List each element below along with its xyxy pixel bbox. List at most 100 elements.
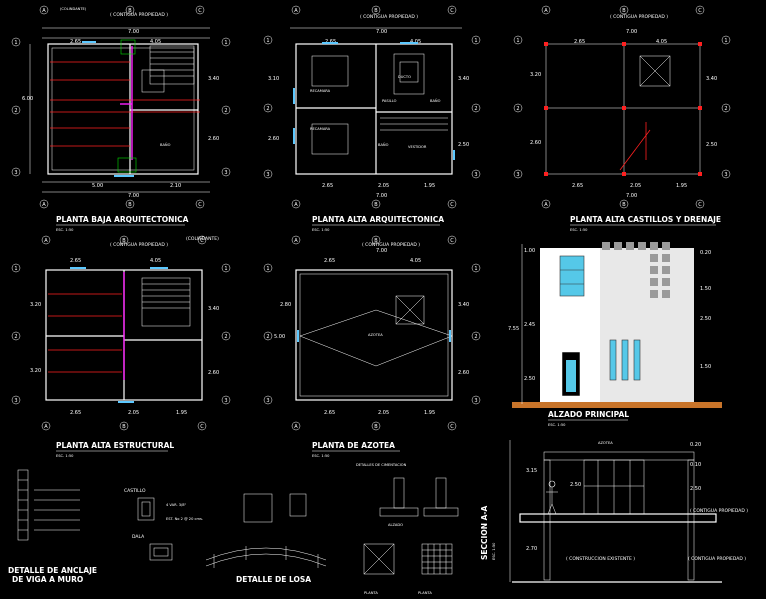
svg-text:( CONTIGUA PROPIEDAD ): ( CONTIGUA PROPIEDAD ): [110, 242, 168, 248]
svg-text:1: 1: [266, 38, 269, 44]
svg-text:A: A: [294, 238, 298, 244]
title-planta-baja: PLANTA BAJA ARQUITECTONICA: [56, 215, 189, 224]
svg-text:( CONTIGUA PROPIEDAD ): ( CONTIGUA PROPIEDAD ): [362, 242, 420, 248]
title-anclaje-1: DETALLE DE ANCLAJE: [8, 566, 97, 575]
svg-text:2.80: 2.80: [280, 302, 291, 308]
svg-text:C: C: [450, 8, 454, 14]
svg-text:1: 1: [224, 266, 227, 272]
svg-text:7.00: 7.00: [626, 193, 637, 199]
svg-text:1: 1: [516, 38, 519, 44]
svg-text:2.65: 2.65: [70, 39, 81, 45]
svg-text:PLANTA: PLANTA: [418, 591, 432, 595]
svg-text:2.65: 2.65: [322, 183, 333, 189]
svg-text:( CONTIGUA PROPIEDAD ): ( CONTIGUA PROPIEDAD ): [690, 508, 748, 514]
svg-text:2: 2: [14, 334, 17, 340]
svg-text:3.40: 3.40: [706, 76, 717, 82]
svg-text:2.50: 2.50: [700, 316, 711, 322]
svg-text:B: B: [128, 8, 132, 14]
svg-text:2.05: 2.05: [378, 410, 389, 416]
svg-text:ESC. 1:50: ESC. 1:50: [570, 228, 588, 232]
svg-text:B: B: [374, 202, 378, 208]
svg-text:A: A: [294, 8, 298, 14]
details-castillo-dala: CASTILLO 4 VAR. 3/8" EST. No 2 @ 20 cms.…: [124, 488, 307, 561]
svg-text:B: B: [122, 424, 126, 430]
svg-text:2.65: 2.65: [324, 258, 335, 264]
svg-text:A: A: [294, 424, 298, 430]
title-alzado: ALZADO PRINCIPAL: [548, 410, 629, 419]
title-seccion: SECCION A-A: [480, 505, 489, 560]
svg-text:2: 2: [14, 108, 17, 114]
svg-text:1: 1: [724, 38, 727, 44]
svg-text:2: 2: [724, 106, 727, 112]
svg-text:ESC. 1:50: ESC. 1:50: [56, 228, 74, 232]
svg-text:2.50: 2.50: [524, 376, 535, 382]
svg-text:B: B: [622, 202, 626, 208]
svg-text:AZOTEA: AZOTEA: [368, 333, 383, 337]
svg-text:( CONTIGUA PROPIEDAD ): ( CONTIGUA PROPIEDAD ): [360, 14, 418, 20]
svg-text:3: 3: [516, 172, 519, 178]
svg-text:4 VAR. 3/8": 4 VAR. 3/8": [166, 503, 187, 507]
title-castillos: PLANTA ALTA CASTILLOS Y DRENAJE: [570, 215, 721, 224]
svg-text:( CONTIGUA PROPIEDAD ): ( CONTIGUA PROPIEDAD ): [688, 556, 746, 562]
svg-text:C: C: [198, 8, 202, 14]
svg-text:1: 1: [474, 266, 477, 272]
facade-elevation: 7.55 1.00 2.45 2.50 0.20 1.50 2.50 1.50 …: [508, 242, 722, 427]
svg-text:2.10: 2.10: [170, 183, 181, 189]
svg-text:3.20: 3.20: [530, 72, 541, 78]
svg-text:3: 3: [224, 170, 227, 176]
svg-text:ESC. 1:50: ESC. 1:50: [492, 542, 496, 560]
svg-text:1: 1: [224, 40, 227, 46]
svg-text:1.50: 1.50: [700, 364, 711, 370]
svg-text:C: C: [200, 238, 204, 244]
svg-text:( CONSTRUCCION EXISTENTE ): ( CONSTRUCCION EXISTENTE ): [566, 556, 635, 562]
svg-text:0.20: 0.20: [700, 250, 711, 256]
svg-text:0.20: 0.20: [690, 442, 701, 448]
svg-text:C: C: [698, 202, 702, 208]
svg-text:A: A: [44, 424, 48, 430]
svg-text:2.50: 2.50: [570, 482, 581, 488]
svg-text:3.15: 3.15: [526, 468, 537, 474]
svg-text:2.65: 2.65: [70, 258, 81, 264]
svg-text:3.10: 3.10: [268, 76, 279, 82]
svg-text:1.95: 1.95: [424, 183, 435, 189]
plan-structural: ( CONTIGUA PROPIEDAD ) (COLINDANTE) 2.65…: [11, 235, 231, 458]
svg-text:B: B: [374, 424, 378, 430]
svg-text:4.05: 4.05: [150, 39, 161, 45]
svg-text:CASTILLO: CASTILLO: [124, 488, 146, 494]
svg-text:0.10: 0.10: [690, 462, 701, 468]
plan-ground-floor: ( CONTIGUA PROPIEDAD ) 7.00 2.65 4.05 BA…: [11, 5, 231, 232]
svg-text:BAÑO: BAÑO: [160, 142, 171, 147]
svg-text:A: A: [544, 8, 548, 14]
svg-text:3: 3: [474, 172, 477, 178]
svg-text:2.45: 2.45: [524, 322, 535, 328]
details-anclaje: DETALLE DE ANCLAJE DE VIGA A MURO: [8, 469, 97, 584]
svg-text:ALZADO: ALZADO: [388, 523, 403, 527]
svg-text:6.00: 6.00: [22, 96, 33, 102]
plan-columns-drainage: ( CONTIGUA PROPIEDAD ) 7.00 2.65 4.05 3.…: [513, 5, 731, 232]
svg-text:A: A: [294, 202, 298, 208]
svg-text:1: 1: [14, 40, 17, 46]
svg-text:2: 2: [224, 334, 227, 340]
svg-text:C: C: [450, 202, 454, 208]
svg-text:C: C: [450, 424, 454, 430]
svg-text:2.60: 2.60: [530, 140, 541, 146]
svg-text:C: C: [450, 238, 454, 244]
svg-text:( CONTIGUA PROPIEDAD ): ( CONTIGUA PROPIEDAD ): [610, 14, 668, 20]
svg-text:1.50: 1.50: [700, 286, 711, 292]
details-losa: DETALLE DE LOSA: [205, 546, 327, 584]
svg-text:2: 2: [516, 106, 519, 112]
svg-text:ESC. 1:50: ESC. 1:50: [312, 454, 330, 458]
svg-text:2.05: 2.05: [630, 183, 641, 189]
svg-text:3: 3: [474, 398, 477, 404]
svg-text:2.60: 2.60: [458, 370, 469, 376]
svg-text:1.95: 1.95: [424, 410, 435, 416]
title-planta-alta: PLANTA ALTA ARQUITECTONICA: [312, 215, 444, 224]
svg-text:2.50: 2.50: [458, 142, 469, 148]
title-losa: DETALLE DE LOSA: [236, 575, 311, 584]
svg-text:3: 3: [14, 170, 17, 176]
svg-text:5.00: 5.00: [92, 183, 103, 189]
svg-text:EST. No 2 @ 20 cms.: EST. No 2 @ 20 cms.: [166, 517, 203, 521]
svg-text:7.00: 7.00: [376, 248, 387, 254]
dim-top: 7.00: [128, 29, 139, 35]
